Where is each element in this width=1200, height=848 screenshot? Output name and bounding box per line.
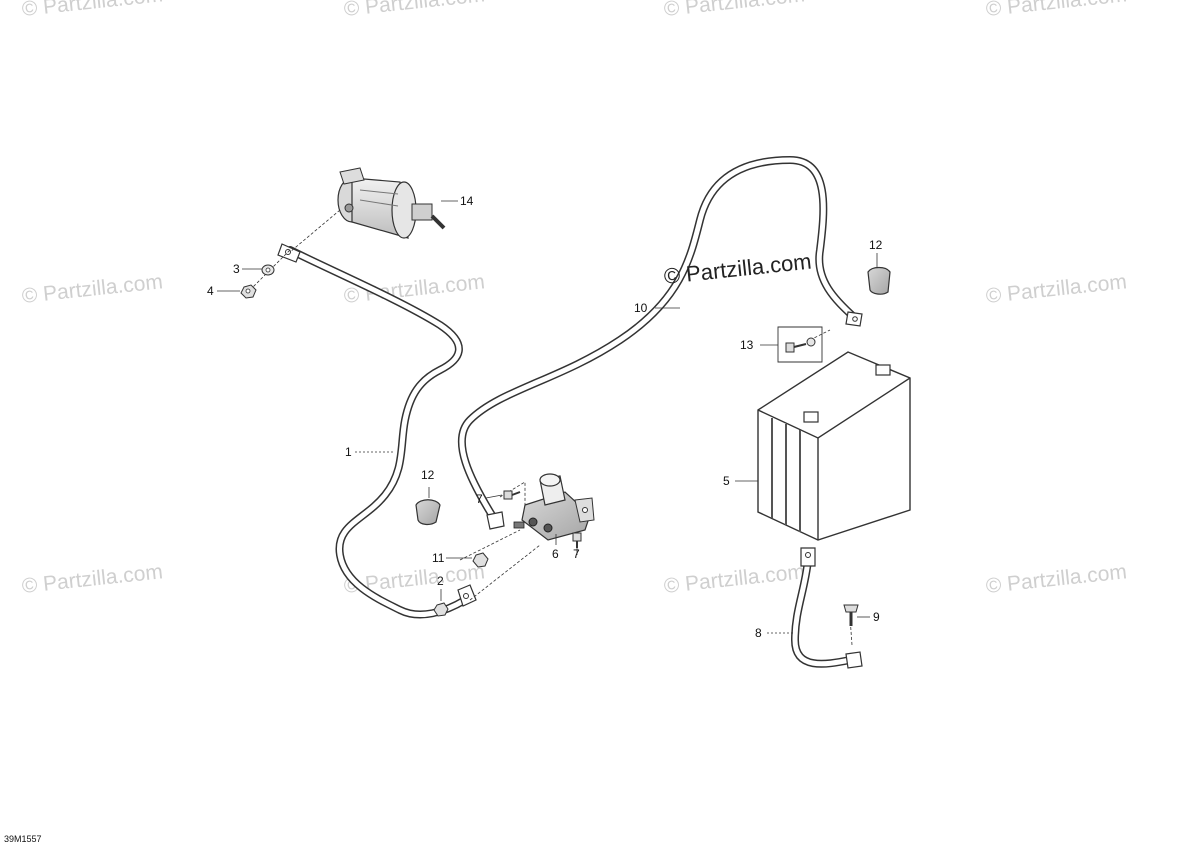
battery-positive-cable	[457, 155, 863, 530]
starter-solenoid	[513, 473, 595, 541]
callout-9: 9	[873, 610, 880, 624]
screw	[572, 532, 582, 548]
nut	[472, 552, 489, 568]
callout-lines	[217, 200, 878, 634]
callout-2: 2	[437, 574, 444, 588]
starter-cable	[277, 243, 477, 619]
battery	[757, 351, 911, 541]
nut	[433, 602, 449, 617]
callout-1: 1	[345, 445, 352, 459]
callout-14: 14	[460, 194, 474, 208]
callout-4: 4	[207, 284, 214, 298]
callout-5: 5	[723, 474, 730, 488]
callout-13: 13	[740, 338, 754, 352]
screw	[503, 490, 521, 500]
callout-10: 10	[634, 301, 648, 315]
bolt	[843, 604, 859, 626]
callout-3: 3	[233, 262, 240, 276]
battery-negative-cable	[790, 547, 863, 669]
leader-lines	[249, 209, 853, 646]
callout-12a: 12	[421, 468, 435, 482]
starter-motor	[337, 167, 446, 239]
callout-7a: 7	[476, 492, 483, 506]
callout-7b: 7	[573, 547, 580, 561]
terminal-cap	[415, 499, 441, 526]
callout-11: 11	[432, 551, 445, 565]
bolt-kit	[777, 326, 823, 363]
callout-6: 6	[552, 547, 559, 561]
terminal-cap	[867, 266, 891, 295]
callout-8: 8	[755, 626, 762, 640]
drawing-code: 39M1557	[4, 834, 42, 844]
callout-12b: 12	[869, 238, 883, 252]
